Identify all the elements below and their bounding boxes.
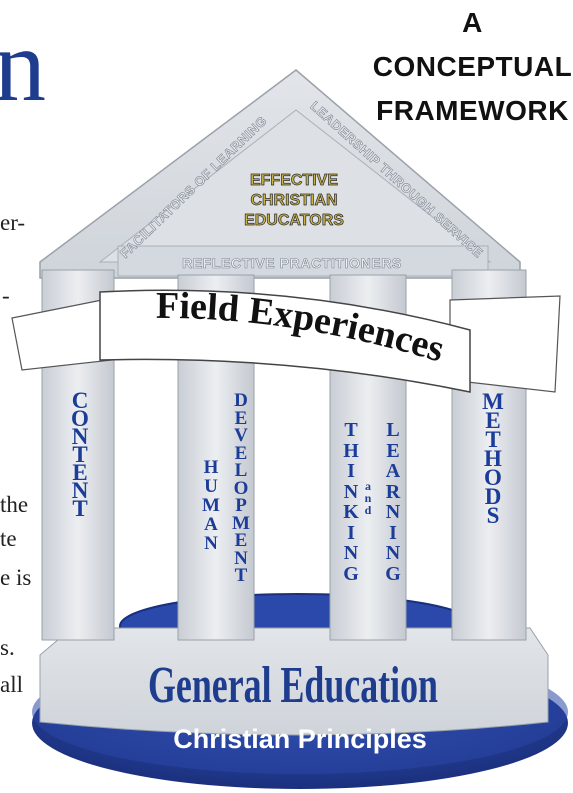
pillar-letter: n: [364, 491, 372, 505]
pillar-letter: T: [485, 427, 501, 452]
pillar-letter: G: [385, 562, 401, 585]
general-education-text: General Education: [148, 656, 438, 714]
pillar-letter: d: [364, 503, 372, 517]
foundation-slab: [39, 627, 549, 736]
pillar-letter: L: [386, 419, 400, 441]
pillar-letter: V: [234, 425, 248, 446]
pillar-letter: L: [234, 460, 248, 481]
cropped-heading-letter: n: [0, 8, 46, 123]
title-line-1: A: [462, 7, 483, 38]
title-line-3: FRAMEWORK: [376, 95, 569, 126]
roof-center-line-2: CHRISTIAN: [250, 192, 337, 209]
pillar-letter: N: [204, 533, 218, 554]
pillar-letter: A: [385, 460, 401, 482]
pillar-letter: E: [386, 439, 400, 462]
pillar-letter: T: [344, 419, 358, 441]
text-fragment-2: -: [2, 283, 10, 308]
pillar-letter: I: [347, 460, 355, 482]
pillar-letter: G: [343, 562, 359, 585]
pillar-letter: E: [234, 407, 248, 429]
pillar-letter: I: [389, 521, 397, 544]
pillar-letter: T: [72, 496, 88, 521]
pillar-letter: E: [485, 408, 501, 433]
pillar-letter: M: [202, 495, 220, 516]
pillar-letter: M: [482, 389, 504, 414]
reflective-practitioners-text: REFLECTIVE PRACTITIONERS: [182, 255, 402, 271]
pillar-letter: H: [484, 446, 502, 471]
text-fragment-5: e is: [0, 565, 32, 590]
pillar-letter: O: [71, 406, 89, 431]
field-experiences-banner: [11, 289, 561, 393]
roof-center-line-3: EDUCATORS: [244, 212, 344, 229]
pillar-letter: O: [484, 465, 502, 490]
pillar-letter: H: [343, 439, 359, 462]
pillar-letter: N: [343, 542, 359, 564]
pillar-letter: S: [486, 503, 500, 528]
pillar-letter: E: [234, 530, 248, 551]
pillar-letter: D: [484, 484, 502, 509]
pillar-letter: O: [233, 477, 249, 499]
pillar-letter: N: [385, 542, 401, 564]
pillar-letter: N: [234, 547, 248, 569]
pillar-letter: H: [203, 457, 219, 478]
pillar-letter: A: [204, 514, 218, 535]
pillar-letter: R: [385, 480, 401, 503]
pillar-letter: C: [71, 388, 89, 413]
pillar-letter: U: [204, 476, 218, 497]
text-fragment-1: er-: [0, 210, 26, 235]
pillar-letter: N: [343, 480, 359, 503]
pillar-letter: N: [385, 501, 401, 523]
text-fragment-4: te: [0, 526, 17, 551]
pillar-letter: M: [232, 512, 250, 534]
roof-center-text: EFFECTIVE CHRISTIAN EDUCATORS: [244, 172, 345, 230]
pillar-letter: I: [347, 521, 355, 544]
title-line-2: CONCEPTUAL: [372, 51, 573, 82]
pillar-letter: T: [234, 565, 248, 586]
text-fragment-3: the: [0, 492, 29, 517]
roof: [39, 69, 521, 279]
pillar-letter: E: [72, 460, 88, 485]
roof-center-line-1: EFFECTIVE: [250, 172, 338, 189]
text-fragment-7: all: [0, 672, 23, 697]
pillar-letter: N: [71, 478, 89, 503]
pillar-letter: E: [234, 442, 248, 464]
text-fragment-6: s.: [0, 635, 15, 660]
pillar-letter: P: [235, 495, 247, 516]
christian-principles-text: Christian Principles: [173, 724, 427, 754]
pillar-letter: D: [234, 390, 248, 411]
pillar-letter: a: [365, 479, 371, 493]
pillar-letter: N: [71, 424, 89, 449]
pillar-letter: K: [343, 501, 359, 523]
pillar-letter: T: [72, 442, 88, 467]
